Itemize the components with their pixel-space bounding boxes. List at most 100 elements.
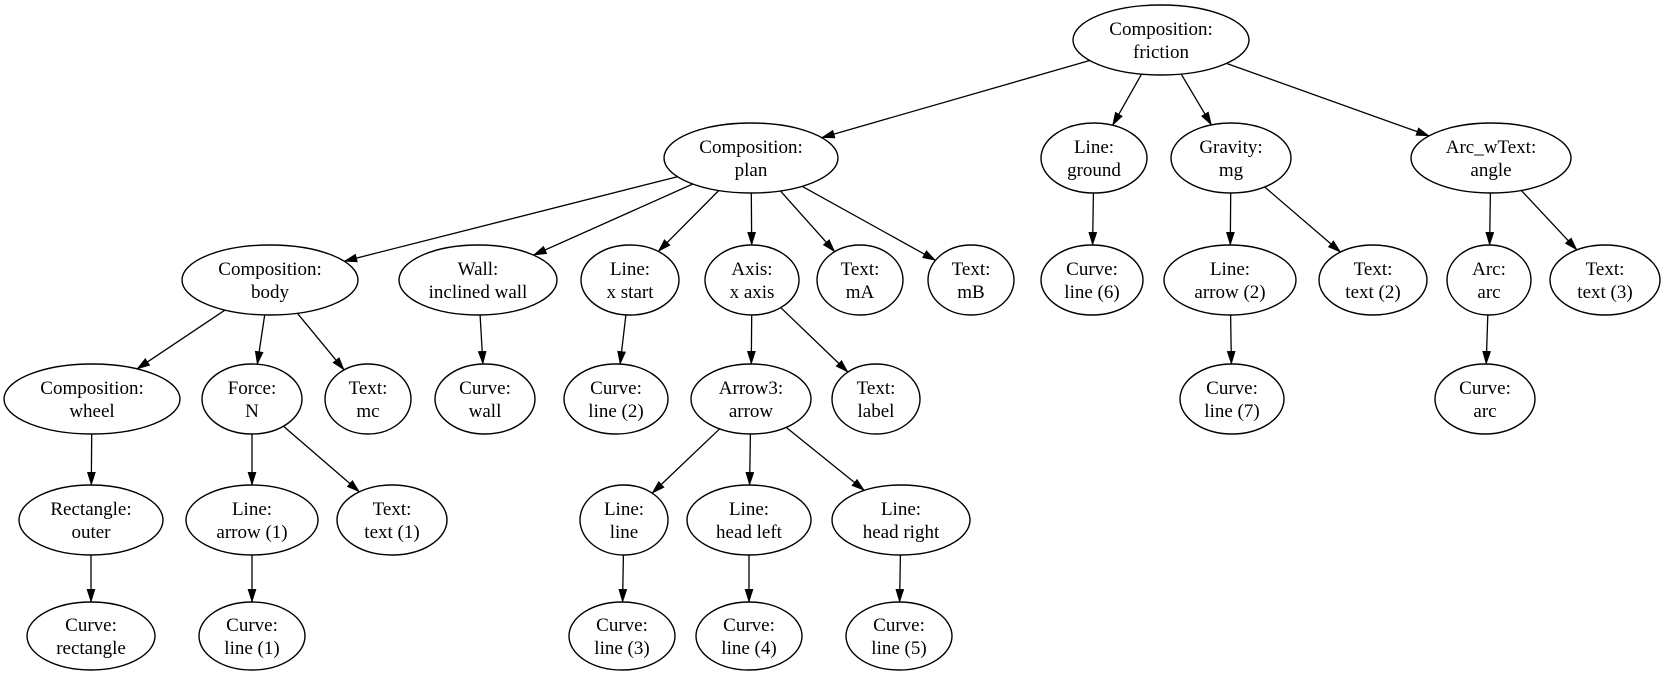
node-text-ma: Text:mA bbox=[816, 244, 904, 316]
node-composition-friction: Composition:friction bbox=[1072, 4, 1250, 76]
node-ellipse bbox=[26, 601, 156, 671]
node-ellipse bbox=[185, 484, 319, 556]
node-ellipse bbox=[201, 363, 303, 435]
node-label: Text:label bbox=[857, 378, 896, 422]
edge-composition-body-to-composition-wheel bbox=[136, 309, 226, 370]
edges-layer bbox=[86, 59, 1578, 603]
node-ellipse bbox=[927, 244, 1015, 316]
node-label: Composition:plan bbox=[699, 137, 802, 181]
node-label: Curve:line (6) bbox=[1064, 259, 1119, 303]
edge-composition-plan-to-wall-inclined-wall bbox=[532, 183, 694, 256]
node-label: Composition:wheel bbox=[40, 378, 143, 422]
node-ellipse bbox=[1163, 244, 1297, 316]
node-label: Wall:inclined wall bbox=[429, 259, 528, 303]
node-ellipse bbox=[18, 484, 164, 556]
edge-arrow3-arrow-to-line-head-left bbox=[745, 433, 755, 486]
node-ellipse bbox=[568, 601, 676, 671]
node-arrow3-arrow: Arrow3:arrow bbox=[690, 363, 812, 435]
edge-composition-plan-to-text-mb bbox=[801, 185, 937, 261]
edge-arrow3-arrow-to-line-head-right bbox=[785, 426, 866, 492]
node-label: Curve:arc bbox=[1459, 378, 1511, 422]
node-label: Curve:line (3) bbox=[594, 615, 649, 659]
node-ellipse bbox=[563, 363, 669, 435]
edge-composition-friction-to-composition-plan bbox=[820, 59, 1090, 139]
node-curve-line-5: Curve:line (5) bbox=[845, 601, 953, 671]
edge-line-ground-to-curve-line-6 bbox=[1088, 192, 1098, 246]
node-ellipse bbox=[1072, 4, 1250, 76]
node-curve-line-2: Curve:line (2) bbox=[563, 363, 669, 435]
edge-composition-friction-to-line-ground bbox=[1112, 73, 1143, 127]
node-ellipse bbox=[695, 601, 803, 671]
node-ellipse bbox=[686, 484, 812, 556]
node-ellipse bbox=[663, 122, 839, 194]
node-ellipse bbox=[336, 484, 448, 556]
node-curve-line-4: Curve:line (4) bbox=[695, 601, 803, 671]
node-label: Arc_wText:angle bbox=[1446, 137, 1536, 181]
node-text-text-1: Text:text (1) bbox=[336, 484, 448, 556]
edge-force-n-to-text-text-1 bbox=[283, 425, 361, 493]
node-line-arrow-1: Line:arrow (1) bbox=[185, 484, 319, 556]
node-line-head-right: Line:head right bbox=[831, 484, 971, 556]
node-label: Line:x start bbox=[607, 259, 655, 303]
node-line-head-left: Line:head left bbox=[686, 484, 812, 556]
node-ellipse bbox=[704, 244, 800, 316]
node-text-text-2: Text:text (2) bbox=[1318, 244, 1428, 316]
node-ellipse bbox=[1434, 363, 1536, 435]
node-label: Curve:line (5) bbox=[871, 615, 926, 659]
node-label: Line:arrow (1) bbox=[216, 499, 287, 543]
node-ellipse bbox=[1040, 244, 1144, 316]
node-gravity-mg: Gravity:mg bbox=[1170, 122, 1292, 194]
node-label: Curve:rectangle bbox=[56, 615, 126, 659]
edge-arc-wtext-angle-to-text-text-3 bbox=[1520, 189, 1578, 251]
edge-wall-inclined-wall-to-curve-wall bbox=[477, 314, 487, 365]
node-curve-line-3: Curve:line (3) bbox=[568, 601, 676, 671]
nodes-layer: Composition:frictionComposition:planLine… bbox=[3, 4, 1661, 671]
node-text-text-3: Text:text (3) bbox=[1549, 244, 1661, 316]
node-label: Line:line bbox=[604, 499, 644, 543]
node-label: Text:text (1) bbox=[364, 499, 419, 543]
node-composition-wheel: Composition:wheel bbox=[3, 363, 181, 435]
node-label: Curve:line (1) bbox=[224, 615, 279, 659]
node-label: Line:arrow (2) bbox=[1194, 259, 1265, 303]
node-curve-rectangle: Curve:rectangle bbox=[26, 601, 156, 671]
node-curve-arc: Curve:arc bbox=[1434, 363, 1536, 435]
node-ellipse bbox=[831, 363, 921, 435]
node-label: Axis:x axis bbox=[730, 259, 775, 303]
node-ellipse bbox=[816, 244, 904, 316]
node-label: Line:head right bbox=[863, 499, 940, 543]
node-text-label: Text:label bbox=[831, 363, 921, 435]
edge-composition-plan-to-text-ma bbox=[779, 190, 836, 253]
edge-axis-x-axis-to-text-label bbox=[780, 307, 849, 373]
node-label: Gravity:mg bbox=[1199, 137, 1262, 181]
edge-composition-friction-to-gravity-mg bbox=[1180, 73, 1212, 126]
node-ellipse bbox=[398, 244, 558, 316]
node-composition-body: Composition:body bbox=[181, 244, 359, 316]
node-label: Curve:line (7) bbox=[1204, 378, 1259, 422]
node-ellipse bbox=[3, 363, 181, 435]
node-axis-x-axis: Axis:x axis bbox=[704, 244, 800, 316]
edge-composition-body-to-text-mc bbox=[296, 312, 345, 371]
node-label: Curve:line (2) bbox=[588, 378, 643, 422]
edge-composition-plan-to-line-x-start bbox=[657, 190, 720, 253]
node-curve-line-1: Curve:line (1) bbox=[198, 601, 306, 671]
node-label: Arc:arc bbox=[1472, 259, 1506, 303]
node-label: Text:mA bbox=[841, 259, 880, 303]
node-label: Line:head left bbox=[716, 499, 783, 543]
node-composition-plan: Composition:plan bbox=[663, 122, 839, 194]
node-ellipse bbox=[1170, 122, 1292, 194]
edge-line-x-start-to-curve-line-2 bbox=[617, 314, 627, 366]
edge-composition-plan-to-composition-body bbox=[343, 176, 678, 263]
edge-arrow3-arrow-to-line-line bbox=[651, 428, 721, 494]
node-ellipse bbox=[1549, 244, 1661, 316]
node-curve-line-6: Curve:line (6) bbox=[1040, 244, 1144, 316]
node-label: Composition:body bbox=[218, 259, 321, 303]
edge-arc-wtext-angle-to-arc-arc bbox=[1485, 192, 1495, 246]
node-label: Force:N bbox=[228, 378, 277, 422]
node-ellipse bbox=[831, 484, 971, 556]
node-arc-wtext-angle: Arc_wText:angle bbox=[1410, 122, 1572, 194]
node-ellipse bbox=[434, 363, 536, 435]
node-label: Text:mc bbox=[349, 378, 388, 422]
